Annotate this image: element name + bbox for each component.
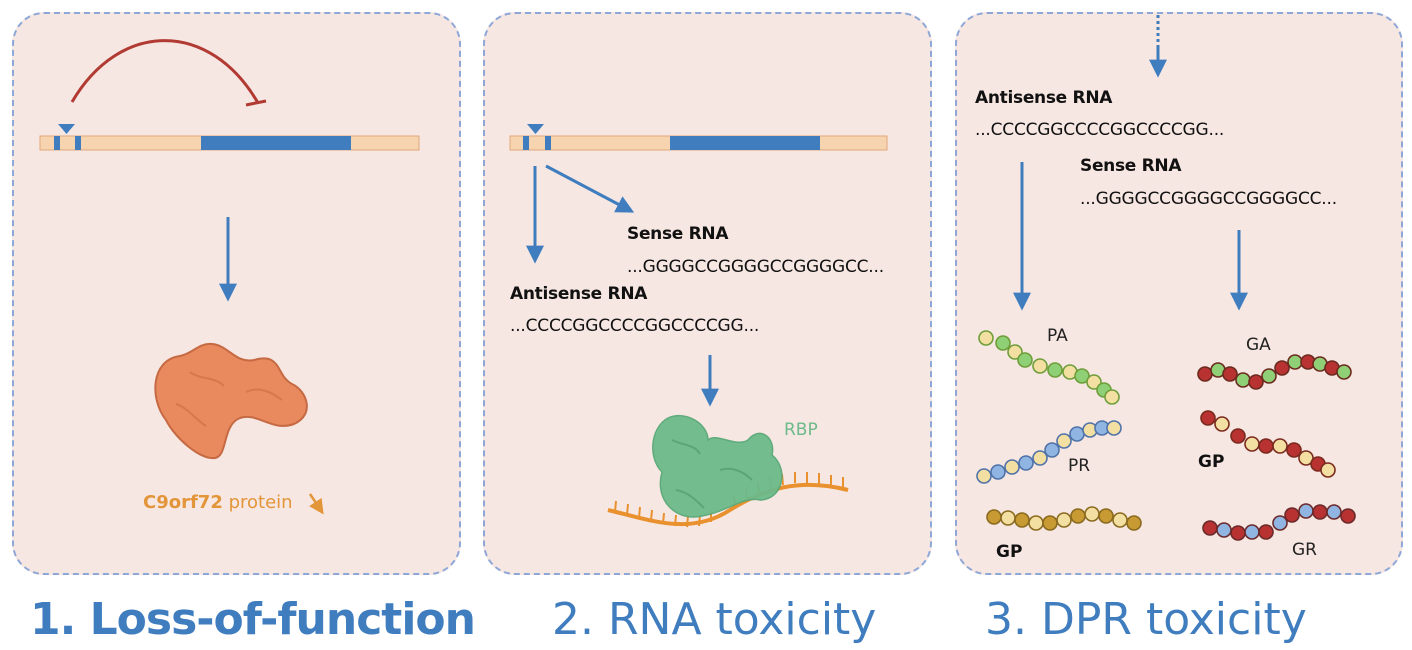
p2-sense-seq: ...GGGGCCGGGGCCGGGGCC...: [627, 257, 884, 277]
dpr-bead: [1326, 504, 1342, 520]
dpr-bead: [1274, 360, 1290, 376]
dpr-chains: [976, 330, 1356, 541]
dpr-bead: [1320, 462, 1336, 478]
dpr-bead: [1340, 508, 1356, 524]
dpr-bead: [1298, 503, 1314, 519]
dpr-bead: [1216, 522, 1232, 538]
dpr-bead: [1298, 450, 1314, 466]
dpr-bead: [1230, 525, 1246, 541]
dpr-bead: [1287, 354, 1303, 370]
c9orf72-protein-icon: [154, 342, 308, 460]
dpr-chain-ga: [1197, 354, 1352, 390]
p1-repeat-marker-icon: [58, 124, 75, 134]
dpr-bead: [995, 335, 1011, 351]
protein-label-gene: C9orf72: [143, 492, 223, 513]
p3-antisense-label: Antisense RNA: [975, 88, 1113, 108]
dpr-chain-pa: [978, 330, 1120, 405]
dpr-bead: [1069, 426, 1085, 442]
dpr-bead: [990, 464, 1006, 480]
p1-gene-bar: [39, 124, 420, 151]
dpr-bead: [1004, 459, 1020, 475]
dpr-bead: [1222, 366, 1238, 382]
dpr-bead: [1261, 368, 1277, 384]
dpr-label-gr: GR: [1292, 540, 1317, 560]
p2-gene-bar: [509, 124, 888, 151]
dpr-bead: [1074, 368, 1090, 384]
dpr-bead: [1235, 372, 1251, 388]
dpr-bead: [1104, 389, 1120, 405]
p2-antisense-label: Antisense RNA: [510, 284, 648, 304]
dpr-label-ga: GA: [1246, 335, 1271, 355]
dpr-bead: [1244, 436, 1260, 452]
dpr-bead: [1244, 524, 1260, 540]
dpr-bead: [1014, 512, 1030, 528]
dpr-label-gp-left: GP: [996, 542, 1023, 562]
dpr-bead: [978, 330, 994, 346]
dpr-bead: [1272, 515, 1288, 531]
p3-sense-label: Sense RNA: [1080, 156, 1182, 176]
dpr-bead: [1202, 520, 1218, 536]
dpr-bead: [1258, 524, 1274, 540]
p2-repeat-marker-icon: [527, 124, 544, 134]
dpr-bead: [1284, 507, 1300, 523]
protein-label-word: protein: [228, 492, 293, 513]
dpr-chain-pr: [976, 420, 1122, 484]
dpr-bead: [1028, 515, 1044, 531]
rbp-label: RBP: [784, 420, 818, 440]
dpr-bead: [1017, 352, 1033, 368]
dpr-bead: [1042, 515, 1058, 531]
dpr-bead: [1272, 438, 1288, 454]
dpr-bead: [1312, 504, 1328, 520]
dpr-chain-gr: [1202, 503, 1356, 541]
p2-arrow-sense: [545, 164, 635, 213]
dpr-bead: [1047, 362, 1063, 378]
protein-label: C9orf72 protein: [143, 492, 293, 513]
dpr-bead: [1106, 420, 1122, 436]
dpr-bead: [986, 509, 1002, 525]
dpr-bead: [1200, 410, 1216, 426]
dpr-bead: [1112, 512, 1128, 528]
dpr-bead: [1044, 442, 1060, 458]
dpr-bead: [1098, 508, 1114, 524]
dpr-bead: [1286, 442, 1302, 458]
dpr-bead: [1018, 455, 1034, 471]
title-dpr-toxicity: 3. DPR toxicity: [985, 594, 1307, 645]
dpr-bead: [1056, 433, 1072, 449]
p1-decrease-arrow-icon: [308, 493, 324, 515]
p1-inhibition-arc: [70, 39, 267, 107]
dpr-label-gp-right: GP: [1198, 452, 1225, 472]
dpr-chain-gp-right: [1200, 410, 1336, 478]
dpr-bead: [976, 468, 992, 484]
p2-antisense-seq: ...CCCCGGCCCCGGCCCCGG...: [510, 316, 760, 336]
dpr-bead: [1056, 512, 1072, 528]
dpr-bead: [1084, 506, 1100, 522]
dpr-label-pr: PR: [1068, 456, 1091, 476]
dpr-bead: [1258, 438, 1274, 454]
dpr-bead: [1197, 366, 1213, 382]
title-rna-toxicity: 2. RNA toxicity: [552, 594, 877, 645]
dpr-bead: [1126, 515, 1142, 531]
p3-antisense-seq: ...CCCCGGCCCCGGCCCCGG...: [975, 120, 1225, 140]
dpr-bead: [1000, 510, 1016, 526]
dpr-bead: [1230, 428, 1246, 444]
dpr-bead: [1248, 374, 1264, 390]
rbp-protein-icon: [652, 415, 783, 518]
dpr-label-pa: PA: [1047, 326, 1068, 346]
dpr-chain-gp-left: [986, 506, 1142, 531]
title-loss-of-function: 1. Loss-of-function: [30, 594, 476, 645]
dpr-bead: [1032, 358, 1048, 374]
dpr-bead: [1336, 364, 1352, 380]
dpr-bead: [1007, 344, 1023, 360]
p2-sense-label: Sense RNA: [627, 224, 729, 244]
dpr-bead: [1032, 450, 1048, 466]
dpr-bead: [1214, 416, 1230, 432]
dpr-bead: [1070, 508, 1086, 524]
dpr-bead: [1086, 374, 1102, 390]
p3-sense-seq: ...GGGGCCGGGGCCGGGGCC...: [1080, 189, 1337, 209]
